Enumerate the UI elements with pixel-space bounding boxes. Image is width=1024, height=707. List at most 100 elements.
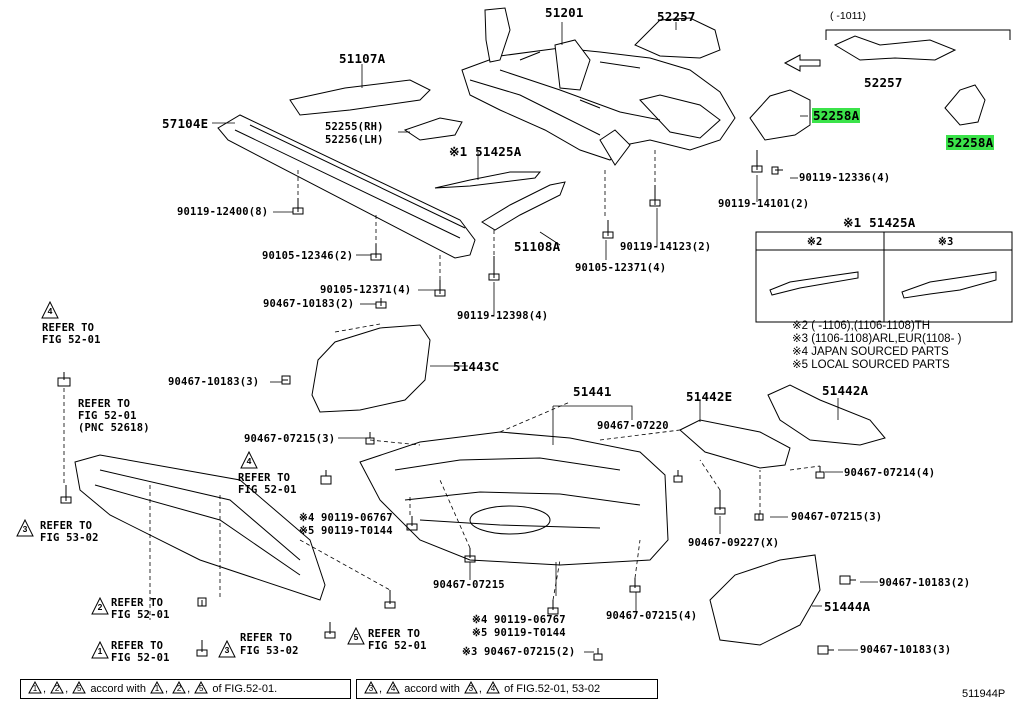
footer-left-tri2-2: 2: [172, 681, 186, 694]
serial-range-bracket: [825, 29, 1011, 40]
refer-8-l1[interactable]: REFER TO: [368, 628, 421, 640]
refer-3-triangle: 4: [246, 456, 252, 466]
callout-90467-07215-a: 90467-07215(3): [244, 433, 336, 445]
footer-left-mid: accord with: [90, 683, 146, 695]
callout-90467-07215-b: 90467-07215(3): [791, 511, 883, 523]
part-51444a: [709, 554, 821, 646]
dashed-guides: [63, 150, 821, 620]
refer-8-l2[interactable]: FIG 52-01: [368, 640, 427, 652]
part-51425a: [434, 171, 542, 189]
refer-5-l1[interactable]: REFER TO: [111, 597, 164, 609]
callout-90467-10183-left: 90467-10183(3): [168, 376, 260, 388]
part-52257-right: [833, 35, 957, 61]
footer-left-tri-3: 5: [72, 681, 87, 694]
refer-6-triangle: 1: [97, 646, 103, 656]
callout-52257-left: 52257: [657, 9, 696, 24]
part-51443c: [311, 324, 431, 413]
callout-51108a: 51108A: [514, 239, 561, 254]
part-52257-left: [634, 17, 721, 59]
callout-90119-12400: 90119-12400(8): [177, 206, 269, 218]
refer-3-l2[interactable]: FIG 52-01: [238, 484, 297, 496]
part-52255: [403, 117, 463, 141]
diagram-code: 511944P: [962, 688, 1006, 700]
part-51108a: [481, 181, 566, 231]
fasteners: [57, 150, 856, 661]
refer-triangles: [16, 300, 365, 659]
callout-52256: 52256(LH): [325, 134, 384, 146]
part-51442a: [767, 384, 886, 446]
leader-lines: [212, 22, 878, 653]
refer-5-triangle: 2: [97, 602, 103, 612]
callout-90119-12336: 90119-12336(4): [799, 172, 891, 184]
refer-5-l2[interactable]: FIG 52-01: [111, 609, 170, 621]
note-3: ※3 (1106-1108)ARL,EUR(1108- ): [792, 333, 962, 345]
refer-1-l1[interactable]: REFER TO: [42, 322, 95, 334]
callout-90467-07215-e: ※3 90467-07215(2): [462, 646, 576, 658]
callout-90467-07215-c: 90467-07215: [433, 579, 505, 591]
part-51441: [359, 431, 669, 566]
callout-90467-10183-right: 90467-10183(2): [879, 577, 971, 589]
callout-51444a: 51444A: [824, 599, 871, 614]
refer-2-l3[interactable]: (PNC 52618): [78, 422, 150, 434]
callout-51443c: 51443C: [453, 359, 500, 374]
note-4: ※4 JAPAN SOURCED PARTS: [792, 346, 949, 358]
part-57104e: [217, 114, 476, 259]
refer-6-l1[interactable]: REFER TO: [111, 640, 164, 652]
part-52258a-right: [944, 84, 986, 126]
footer-right-tri-2: 4: [386, 681, 400, 694]
part-51107a: [289, 79, 431, 116]
footer-right-tri2-1: 3: [464, 681, 478, 694]
footer-left-tri-1: 1: [28, 681, 42, 694]
callout-51442a: 51442A: [822, 383, 869, 398]
footer-note-right: 3, 4 accord with 3, 4 of FIG.52-01, 53-0…: [356, 679, 658, 699]
inset-col2-label: ※3: [938, 236, 954, 248]
footer-right-tri2-2: 4: [486, 681, 500, 694]
footer-left-tri-2: 2: [50, 681, 64, 694]
callout-51441: 51441: [573, 384, 612, 399]
footer-right-mid: accord with: [404, 683, 460, 695]
callout-90467-09227: 90467-09227(X): [688, 537, 780, 549]
callout-57104e: 57104E: [162, 116, 209, 131]
callout-90105-12371-left: 90105-12371(4): [320, 284, 412, 296]
callout-90119-06767-b2: ※5 90119-T0144: [472, 627, 566, 639]
note-5: ※5 LOCAL SOURCED PARTS: [792, 359, 950, 371]
callout-52258a-right: 52258A: [946, 135, 995, 150]
footer-left-tri2-3: 5: [194, 681, 209, 694]
callout-52257-right: 52257: [864, 75, 903, 90]
callout-90119-06767-a2: ※5 90119-T0144: [299, 525, 393, 537]
refer-2-l2[interactable]: FIG 52-01: [78, 410, 137, 422]
direction-arrow-icon: [783, 54, 821, 72]
callout-90119-06767-a1: ※4 90119-06767: [299, 512, 393, 524]
callout-90119-06767-b1: ※4 90119-06767: [472, 614, 566, 626]
refer-7-l2[interactable]: FIG 53-02: [240, 645, 299, 657]
callout-90467-07220: 90467-07220: [597, 420, 669, 432]
callout-52258a-left: 52258A: [812, 108, 861, 123]
refer-7-triangle: 3: [224, 645, 230, 655]
callout-90119-14101: 90119-14101(2): [718, 198, 810, 210]
refer-4-l2[interactable]: FIG 53-02: [40, 532, 99, 544]
serial-range: ( -1011): [830, 10, 866, 22]
refer-3-l1[interactable]: REFER TO: [238, 472, 291, 484]
refer-2-l1[interactable]: REFER TO: [78, 398, 131, 410]
refer-1-l2[interactable]: FIG 52-01: [42, 334, 101, 346]
refer-8-triangle: 5: [353, 632, 359, 642]
refer-6-l2[interactable]: FIG 52-01: [111, 652, 170, 664]
inset-title: ※1 51425A: [843, 215, 916, 230]
footer-left-tri2-1: 1: [150, 681, 164, 694]
callout-90105-12371-right: 90105-12371(4): [575, 262, 667, 274]
subframe-51201-drawing: [461, 7, 736, 166]
callout-90467-10183-top: 90467-10183(2): [263, 298, 355, 310]
callout-90467-07215-d: 90467-07215(4): [606, 610, 698, 622]
inset-51425a-box: [755, 231, 1013, 323]
refer-4-l1[interactable]: REFER TO: [40, 520, 93, 532]
callout-90119-14123: 90119-14123(2): [620, 241, 712, 253]
callout-51442e: 51442E: [686, 389, 733, 404]
refer-4-triangle: 3: [22, 524, 28, 534]
callout-51107a: 51107A: [339, 51, 386, 66]
part-51442e: [679, 419, 791, 469]
footer-right-end: of FIG.52-01, 53-02: [504, 683, 601, 695]
refer-7-l1[interactable]: REFER TO: [240, 632, 293, 644]
callout-51425a: ※1 51425A: [449, 144, 522, 159]
